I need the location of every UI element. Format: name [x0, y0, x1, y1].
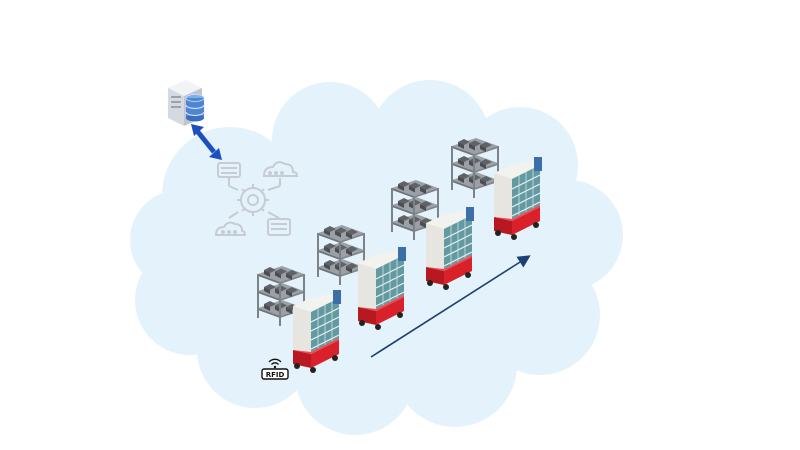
- cloud-network-gear-icon: [214, 161, 299, 236]
- storage-shelf-icon: [257, 266, 305, 326]
- storage-shelf-icon: [451, 138, 499, 198]
- rfid-tag-icon: RFID: [261, 358, 289, 380]
- station-group: [257, 138, 542, 373]
- station-4: [451, 138, 542, 240]
- station-2: [317, 225, 406, 330]
- station-1: [257, 266, 341, 373]
- server-database-icon: [168, 80, 205, 126]
- picking-cart-robot-icon: [426, 207, 474, 290]
- picking-cart-robot-icon: [293, 290, 341, 373]
- station-3: [391, 180, 474, 290]
- picking-cart-robot-icon: [494, 157, 542, 240]
- bidirectional-arrow-icon: [191, 124, 222, 160]
- picking-cart-robot-icon: [358, 247, 406, 330]
- direction-arrow-icon: [370, 255, 531, 358]
- rfid-label: RFID: [266, 371, 285, 379]
- storage-shelf-icon: [317, 225, 365, 285]
